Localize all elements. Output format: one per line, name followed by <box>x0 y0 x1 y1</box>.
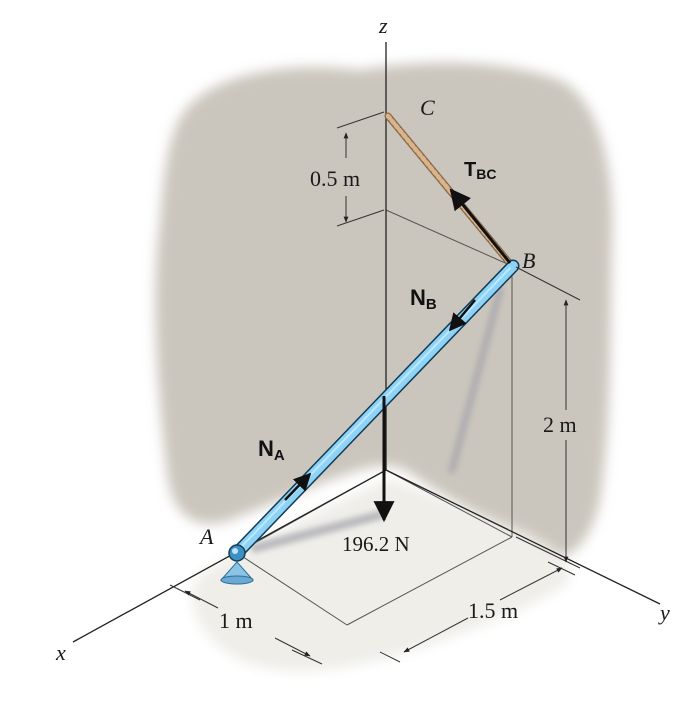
floor-plane <box>192 478 570 672</box>
na-arrow <box>284 472 312 501</box>
point-label-c: C <box>420 95 435 120</box>
nb-arrow <box>448 299 476 332</box>
force-label-nb: NB <box>410 285 437 313</box>
point-label-a: A <box>198 524 214 549</box>
wall-backdrop <box>155 62 613 561</box>
axis-label-y: y <box>658 600 670 625</box>
dim-label-y: 1.5 m <box>468 598 518 623</box>
force-label-na: NA <box>258 436 285 464</box>
rod-shadows <box>250 286 504 553</box>
dim-label-height: 2 m <box>543 412 577 437</box>
force-arrows <box>284 188 512 523</box>
y-axis <box>385 469 661 605</box>
axis-label-z: z <box>378 13 388 38</box>
dim-x-distance <box>169 584 323 665</box>
dim-y-distance <box>379 561 576 663</box>
axis-label-x: x <box>55 640 66 665</box>
dim-cable-drop <box>336 111 385 227</box>
dim-label-cable-drop: 0.5 m <box>310 166 360 191</box>
tbc-arrow <box>449 188 512 264</box>
weight-label: 196.2 N <box>342 532 410 556</box>
force-label-tbc: TBC <box>464 159 496 182</box>
dim-label-x: 1 m <box>219 608 253 633</box>
dim-height <box>515 266 581 569</box>
point-label-b: B <box>522 248 535 273</box>
ball-support-a <box>219 544 255 585</box>
